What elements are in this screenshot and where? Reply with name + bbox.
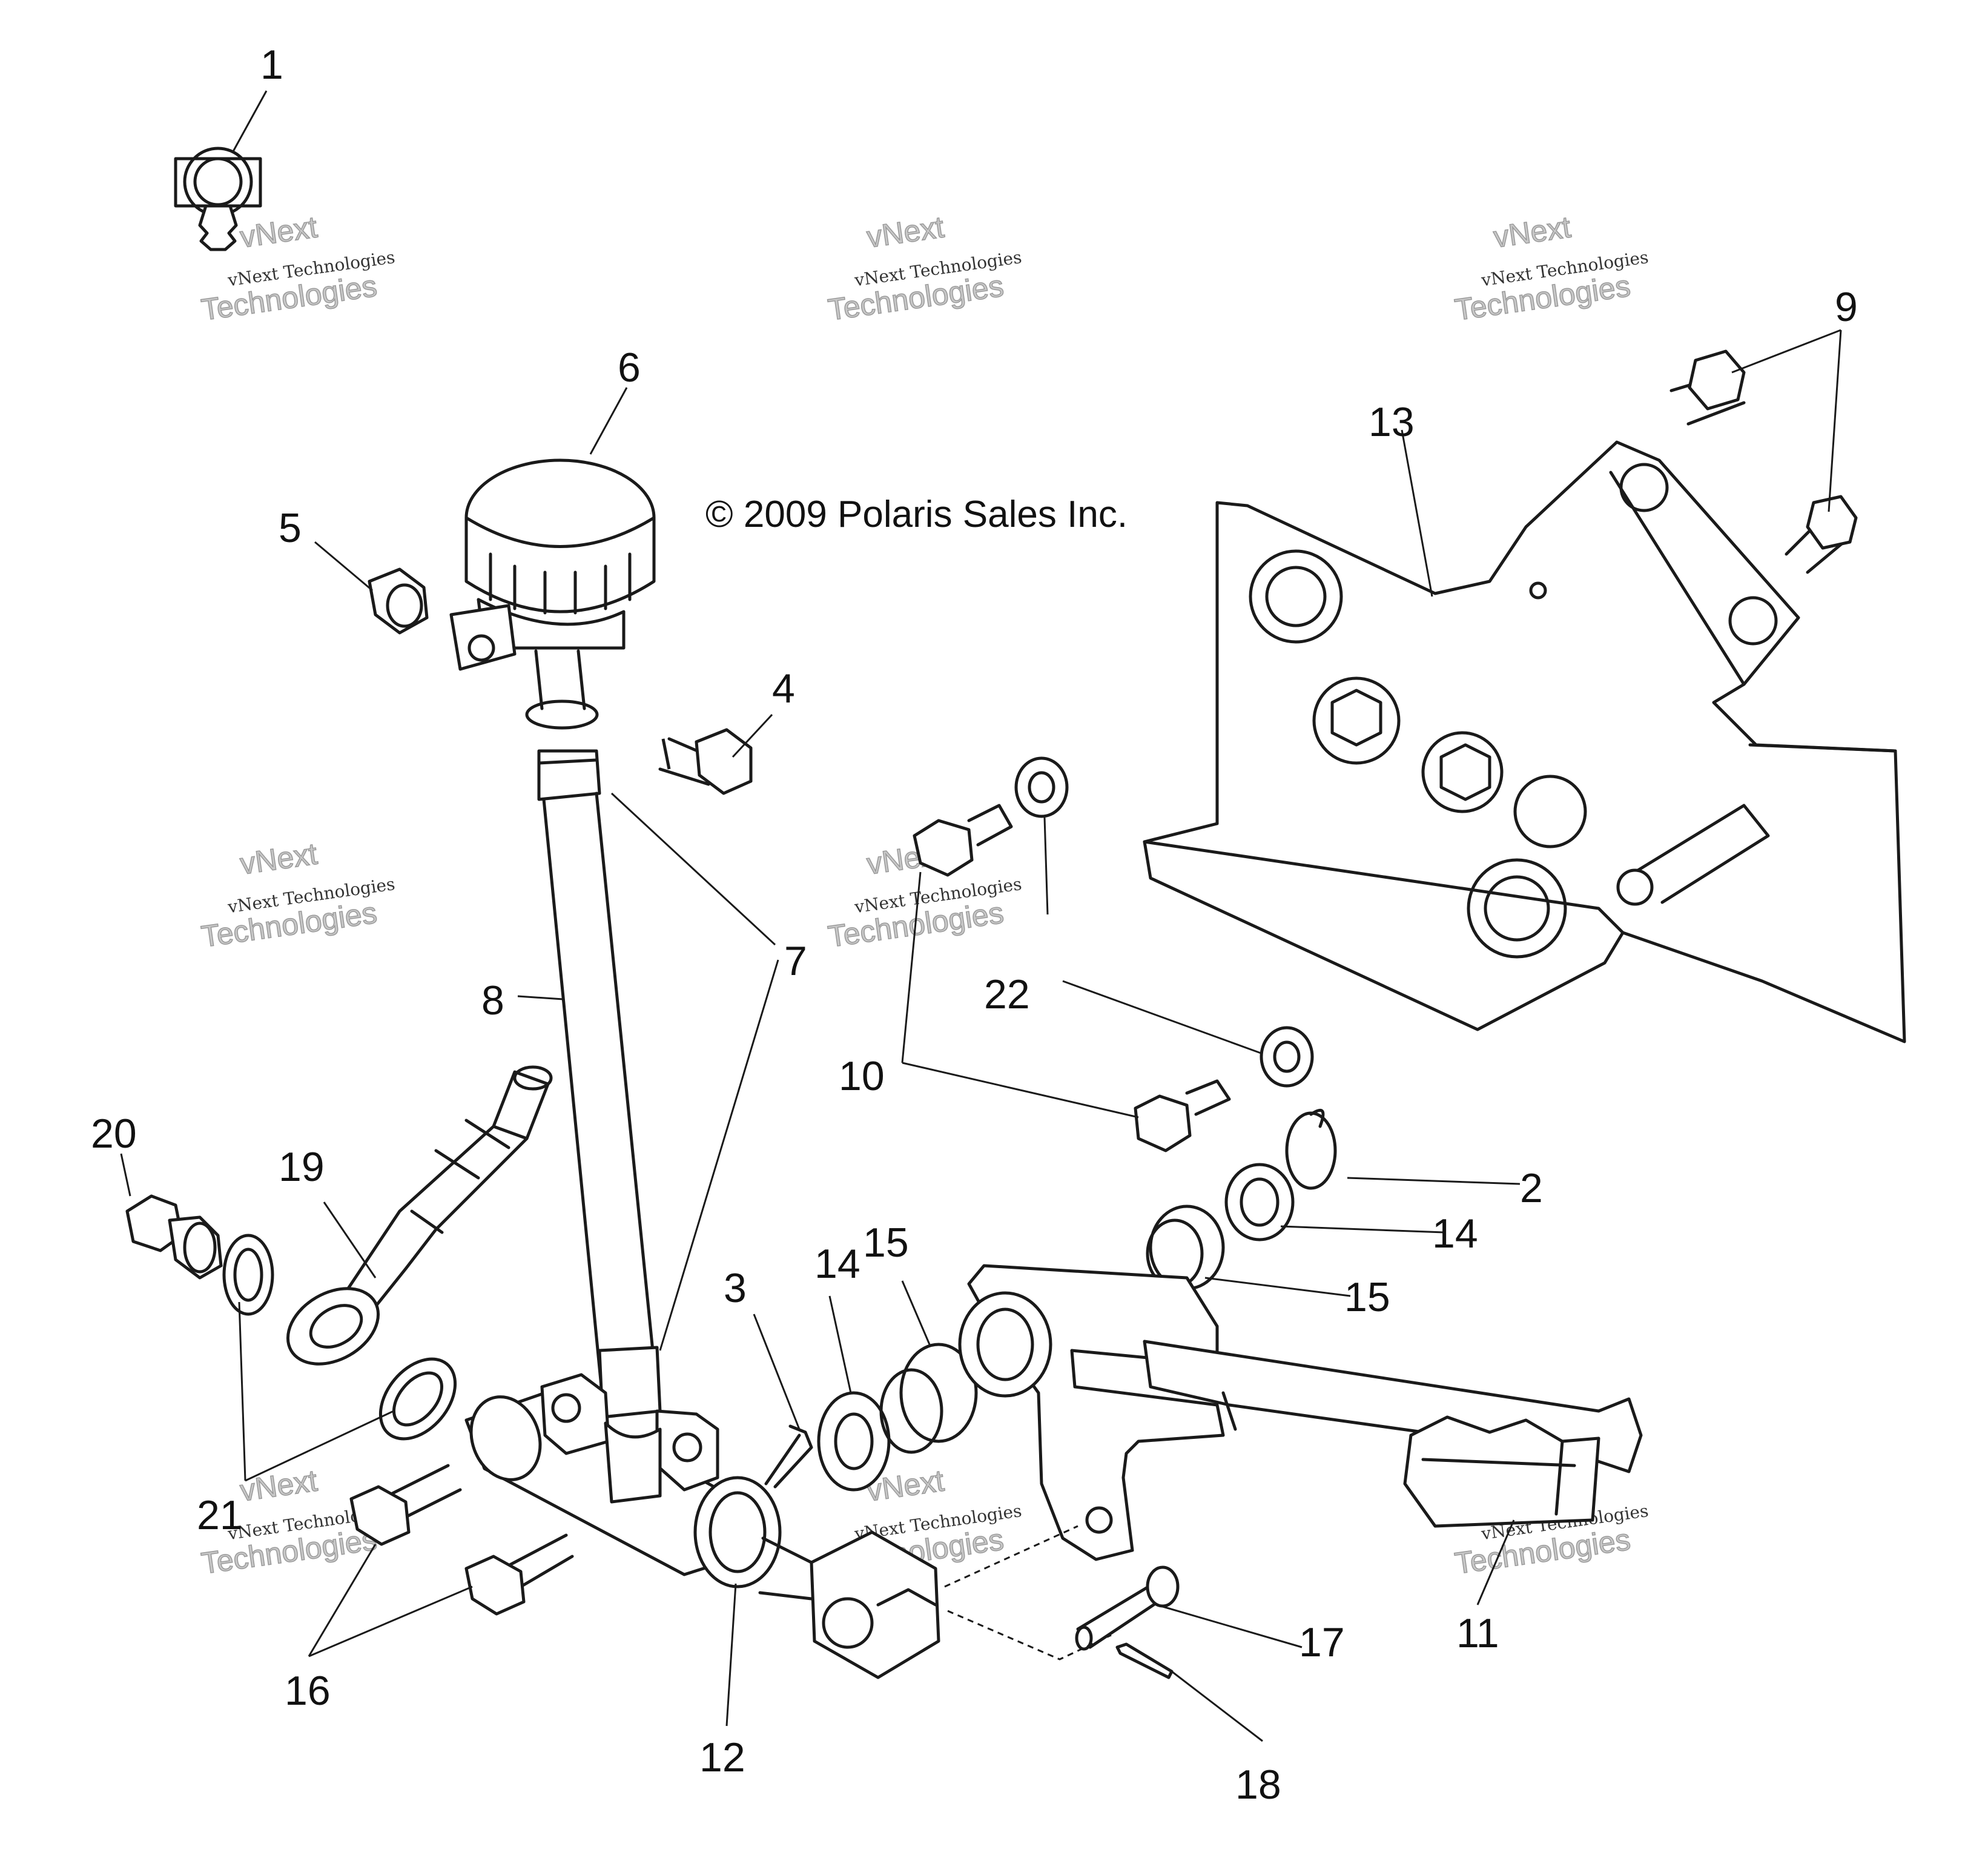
part-14-washer-lower xyxy=(817,1391,891,1492)
watermark-brand: vNext xyxy=(238,210,319,254)
callout-3: 3 xyxy=(724,1265,747,1311)
callout-1: 1 xyxy=(260,42,283,88)
part-21-crush-washer-left xyxy=(222,1234,274,1316)
part-22-washer-upper xyxy=(1014,756,1069,818)
part-21-crush-washer-right xyxy=(378,1357,457,1441)
part-16-bolt-upper xyxy=(349,1464,462,1546)
watermark: vNext vNext Technologies Technologies xyxy=(1452,210,1650,328)
part-14-washer-upper xyxy=(1224,1163,1295,1241)
callout-10: 10 xyxy=(839,1053,885,1099)
part-9-bolt-lower xyxy=(1785,495,1858,574)
part-15-bushing-lower xyxy=(879,1343,978,1454)
callout-15-lower: 15 xyxy=(863,1220,909,1266)
part-10-bolt-upper xyxy=(913,804,1013,877)
callout-6: 6 xyxy=(618,345,641,391)
callout-19: 19 xyxy=(279,1144,325,1190)
callout-16: 16 xyxy=(285,1668,331,1714)
callout-18: 18 xyxy=(1235,1762,1281,1808)
part-17-clevis-pin xyxy=(1075,1565,1180,1651)
callout-7: 7 xyxy=(784,938,807,984)
part-13-mounting-bracket xyxy=(1143,440,1906,1043)
callout-4: 4 xyxy=(772,666,795,712)
watermark-brand: vNext xyxy=(238,837,319,881)
watermark-brand: vNext xyxy=(238,1464,319,1508)
part-16-bolt-lower xyxy=(464,1533,574,1616)
callout-8: 8 xyxy=(481,977,504,1023)
watermark: vNext vNext Technologies Technologies xyxy=(199,836,396,954)
callout-2: 2 xyxy=(1520,1165,1543,1211)
callout-15-upper: 15 xyxy=(1344,1274,1390,1320)
part-4-bolt xyxy=(658,728,753,795)
callout-labels: 1 2 3 4 5 6 7 8 9 10 11 12 13 14 14 15 1… xyxy=(91,42,1858,1808)
part-11-brake-pedal xyxy=(958,1264,1643,1561)
watermark-brand: vNext xyxy=(1491,210,1573,254)
leader-lines xyxy=(120,90,1842,1742)
part-8-reservoir-tube xyxy=(525,649,662,1419)
part-2-spring-clip xyxy=(1285,1108,1337,1190)
part-1-hose-clip xyxy=(174,147,262,251)
callout-9: 9 xyxy=(1835,284,1858,330)
copyright-notice: © 2009 Polaris Sales Inc. xyxy=(705,494,1128,535)
part-10-bolt-lower xyxy=(1134,1079,1231,1152)
callout-14-lower: 14 xyxy=(814,1241,860,1287)
watermark: vNext vNext Technologies Technologies xyxy=(825,210,1023,328)
part-19-brake-hose xyxy=(286,1065,553,1366)
callout-14-upper: 14 xyxy=(1432,1211,1478,1257)
part-5-nut xyxy=(368,567,429,635)
callout-11: 11 xyxy=(1456,1610,1499,1656)
part-20-banjo-bolt xyxy=(125,1194,223,1280)
watermark-brand: vNext xyxy=(865,210,946,254)
callout-13: 13 xyxy=(1369,399,1415,445)
callout-22: 22 xyxy=(984,971,1030,1017)
callout-20: 20 xyxy=(91,1111,137,1157)
part-22-washer-lower xyxy=(1260,1026,1314,1088)
callout-12: 12 xyxy=(699,1734,745,1780)
part-12-master-cylinder xyxy=(464,1373,940,1679)
callout-21: 21 xyxy=(197,1492,243,1538)
part-6-reservoir-cap xyxy=(449,458,656,671)
callout-5: 5 xyxy=(279,505,302,551)
part-9-bolt-upper xyxy=(1669,349,1746,426)
part-18-cotter-pin xyxy=(1115,1642,1174,1679)
part-3-cotter-pin xyxy=(764,1424,813,1489)
callout-17: 17 xyxy=(1299,1619,1345,1665)
